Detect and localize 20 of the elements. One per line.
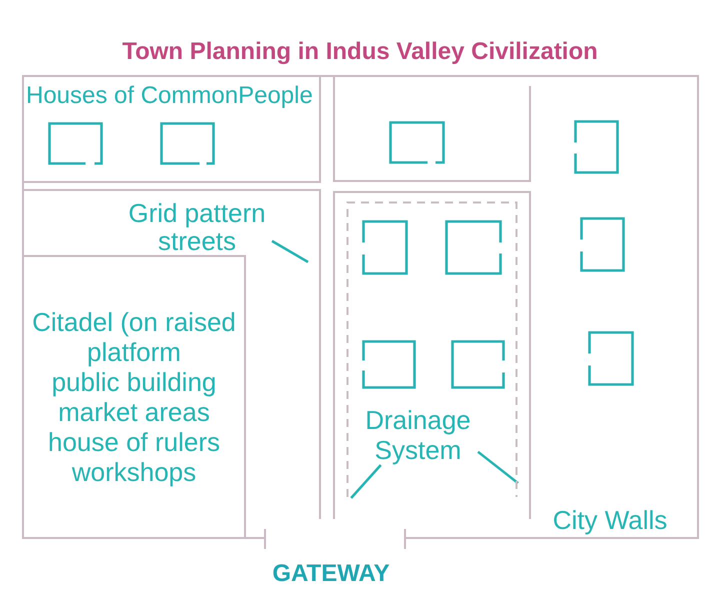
- city-wall-outline: [22, 75, 699, 551]
- citadel-label: workshops: [72, 457, 196, 487]
- citadel-label: market areas: [58, 397, 210, 427]
- gateway-label: GATEWAY: [272, 560, 390, 588]
- city-block: [22, 189, 321, 539]
- city-block: [333, 75, 531, 183]
- block-label: Houses of CommonPeople: [26, 82, 313, 110]
- city-block: [333, 191, 531, 520]
- city-block: [22, 75, 321, 183]
- leader-line: [350, 464, 382, 499]
- leader-line: [477, 450, 519, 484]
- citadel-block: [22, 255, 246, 539]
- drain-channel: [346, 201, 518, 498]
- wall-label: City Walls: [552, 505, 668, 535]
- citadel-label: public building: [52, 367, 216, 397]
- title: Town Planning in Indus Valley Civilization: [122, 38, 598, 66]
- drain-label: Drainage System: [358, 405, 478, 465]
- street-label: Grid pattern streets: [122, 199, 272, 255]
- citadel-label: house of rulers: [48, 427, 220, 457]
- leader-line: [271, 240, 309, 264]
